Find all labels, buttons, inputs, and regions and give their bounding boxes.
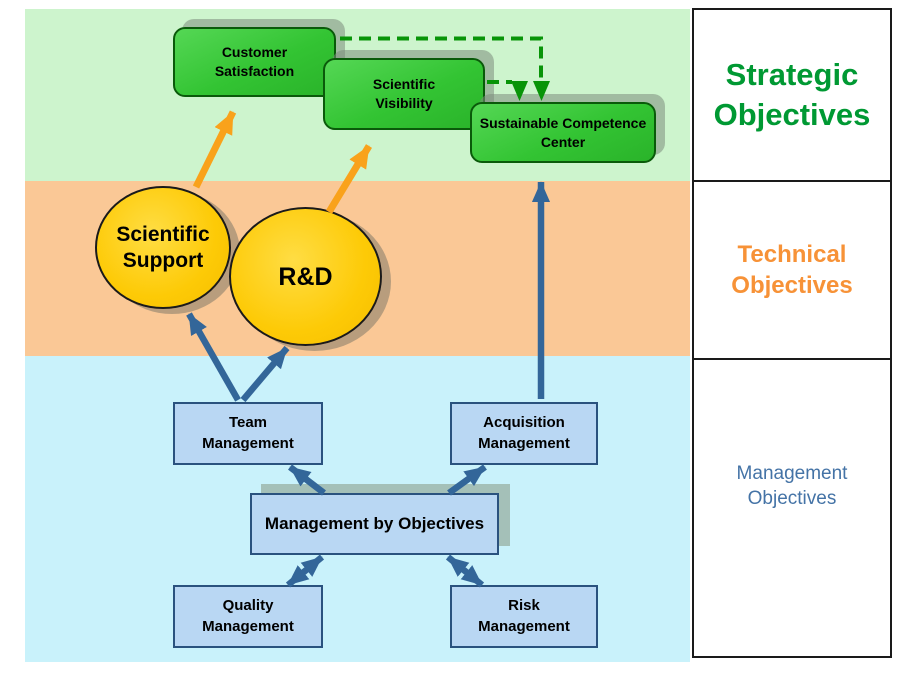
node-label: Team Management xyxy=(202,414,294,452)
node-label: Acquisition Management xyxy=(478,414,570,452)
node-scientific-support: Scientific Support xyxy=(95,186,231,309)
node-label: R&D xyxy=(278,262,333,291)
node-sustainable-competence-center: Sustainable Competence Center xyxy=(470,102,656,163)
node-label: Risk Management xyxy=(478,597,570,635)
node-quality-management: Quality Management xyxy=(173,585,323,648)
node-risk-management: Risk Management xyxy=(450,585,598,648)
node-rnd: R&D xyxy=(229,207,382,346)
node-scientific-visibility: Scientific Visibility xyxy=(323,58,485,130)
node-customer-satisfaction: Customer Satisfaction xyxy=(173,27,336,97)
node-label: Customer Satisfaction xyxy=(214,44,295,79)
legend-technical-objectives: Technical Objectives xyxy=(694,182,890,360)
legend-management-objectives: Management Objectives xyxy=(736,463,848,509)
node-label: Sustainable Competence Center xyxy=(479,114,647,150)
node-acquisition-management: Acquisition Management xyxy=(450,402,598,465)
node-label: Scientific Visibility xyxy=(372,76,436,111)
node-team-management: Team Management xyxy=(173,402,323,465)
node-label: Quality Management xyxy=(202,597,294,635)
legend-strategic-objectives: Strategic Objectives xyxy=(694,10,890,182)
node-management-by-objectives: Management by Objectives xyxy=(250,493,499,555)
legend-sidebar: Strategic Objectives Technical Objective… xyxy=(692,8,892,658)
node-label: Management by Objectives xyxy=(264,513,485,533)
node-label: Scientific Support xyxy=(116,223,210,272)
